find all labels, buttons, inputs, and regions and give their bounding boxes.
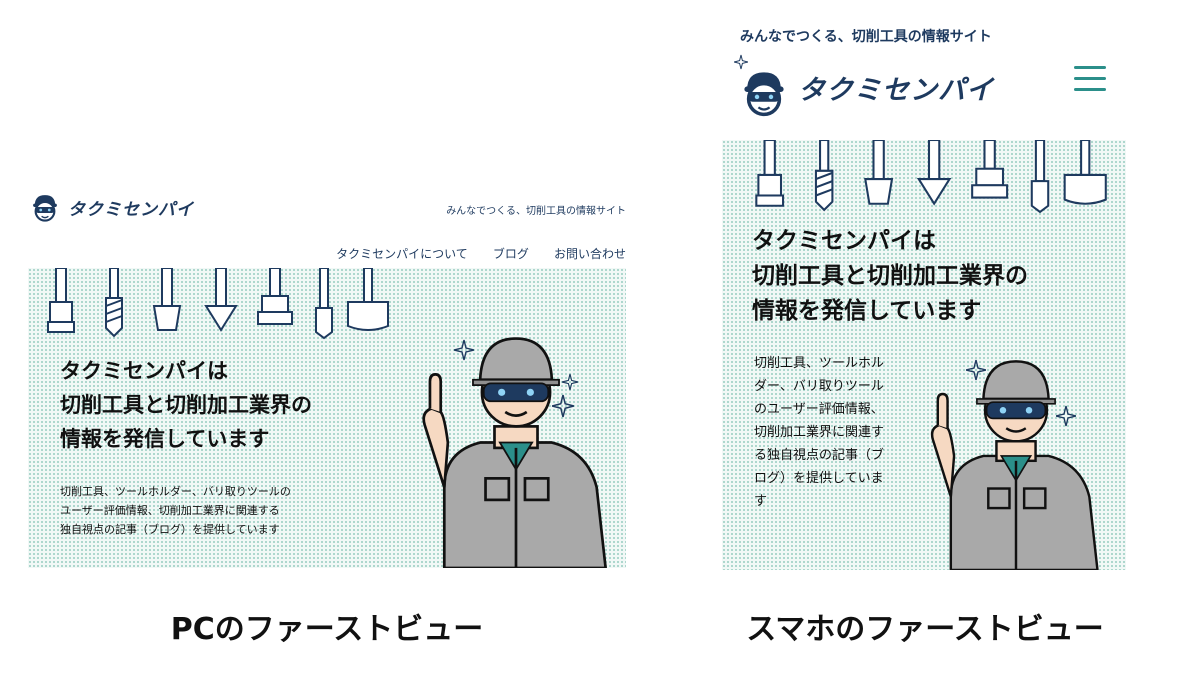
pc-nav: タクミセンパイについて ブログ お問い合わせ [316,243,626,262]
pc-first-view: タクミセンパイ みんなでつくる、切削工具の情報サイト タクミセンパイについて ブ… [26,186,628,570]
sp-logo[interactable]: タクミセンパイ [736,54,994,120]
mascot-logo-icon [28,190,62,224]
pc-caption: PCのファーストビュー [170,612,484,647]
mascot-logo-icon [736,64,792,120]
pc-desc-line-3: 独自視点の記事（ブログ）を提供しています [60,523,280,536]
sp-caption: スマホのファーストビュー [746,612,1104,647]
sp-desc-line-7: す [754,494,768,509]
sp-headline-line-1: タクミセンパイは [752,228,936,254]
sp-desc-line-4: 切削加工業界に関連す [754,425,885,440]
sp-headline-line-2: 切削工具と切削加工業界の [752,263,1028,289]
sp-description: 切削工具、ツールホル ダー、バリ取りツール のユーザー評価情報、 切削加工業界に… [754,352,884,513]
sp-tagline: みんなでつくる、切削工具の情報サイト [740,29,992,45]
pc-hero: タクミセンパイは 切削工具と切削加工業界の 情報を発信しています 切削工具、ツー… [28,268,626,568]
sp-desc-line-5: る独自視点の記事（ブ [754,448,885,463]
pc-headline: タクミセンパイは 切削工具と切削加工業界の 情報を発信しています [60,354,312,456]
worker-illustration-icon [406,326,626,568]
sp-desc-line-6: ログ）を提供していま [754,471,884,486]
pc-logo[interactable]: タクミセンパイ [28,190,194,224]
pc-logo-text: タクミセンパイ [68,199,194,220]
sp-headline: タクミセンパイは 切削工具と切削加工業界の 情報を発信しています [752,224,1028,329]
sp-logo-text: タクミセンパイ [798,74,994,106]
pc-headline-line-3: 情報を発信しています [60,427,270,451]
pc-headline-line-2: 切削工具と切削加工業界の [60,393,312,417]
pc-tagline: みんなでつくる、切削工具の情報サイト [446,206,626,217]
pc-desc-line-1: 切削工具、ツールホルダー、バリ取りツールの [60,485,291,498]
nav-blog[interactable]: ブログ [492,247,529,261]
worker-illustration-icon [916,350,1116,570]
sp-first-view: みんなでつくる、切削工具の情報サイト タクミセンパイ タクミセンパイは 切削工具… [722,22,1126,570]
menu-icon[interactable] [1074,66,1106,99]
sp-hero: タクミセンパイは 切削工具と切削加工業界の 情報を発信しています 切削工具、ツー… [722,140,1126,570]
pc-description: 切削工具、ツールホルダー、バリ取りツールの ユーザー評価情報、切削加工業界に関連… [60,482,291,539]
sparkle-icon [734,54,748,70]
sp-headline-line-3: 情報を発信しています [752,298,982,324]
pc-headline-line-1: タクミセンパイは [60,359,228,383]
sp-desc-line-1: 切削工具、ツールホル [754,356,885,371]
cutting-tool-icon [744,140,1114,214]
cutting-tool-icon [36,268,396,340]
sp-desc-line-2: ダー、バリ取りツール [754,379,884,394]
sp-desc-line-3: のユーザー評価情報、 [754,402,884,417]
pc-desc-line-2: ユーザー評価情報、切削加工業界に関連する [60,504,280,517]
nav-about[interactable]: タクミセンパイについて [336,247,468,261]
nav-contact[interactable]: お問い合わせ [553,247,626,261]
